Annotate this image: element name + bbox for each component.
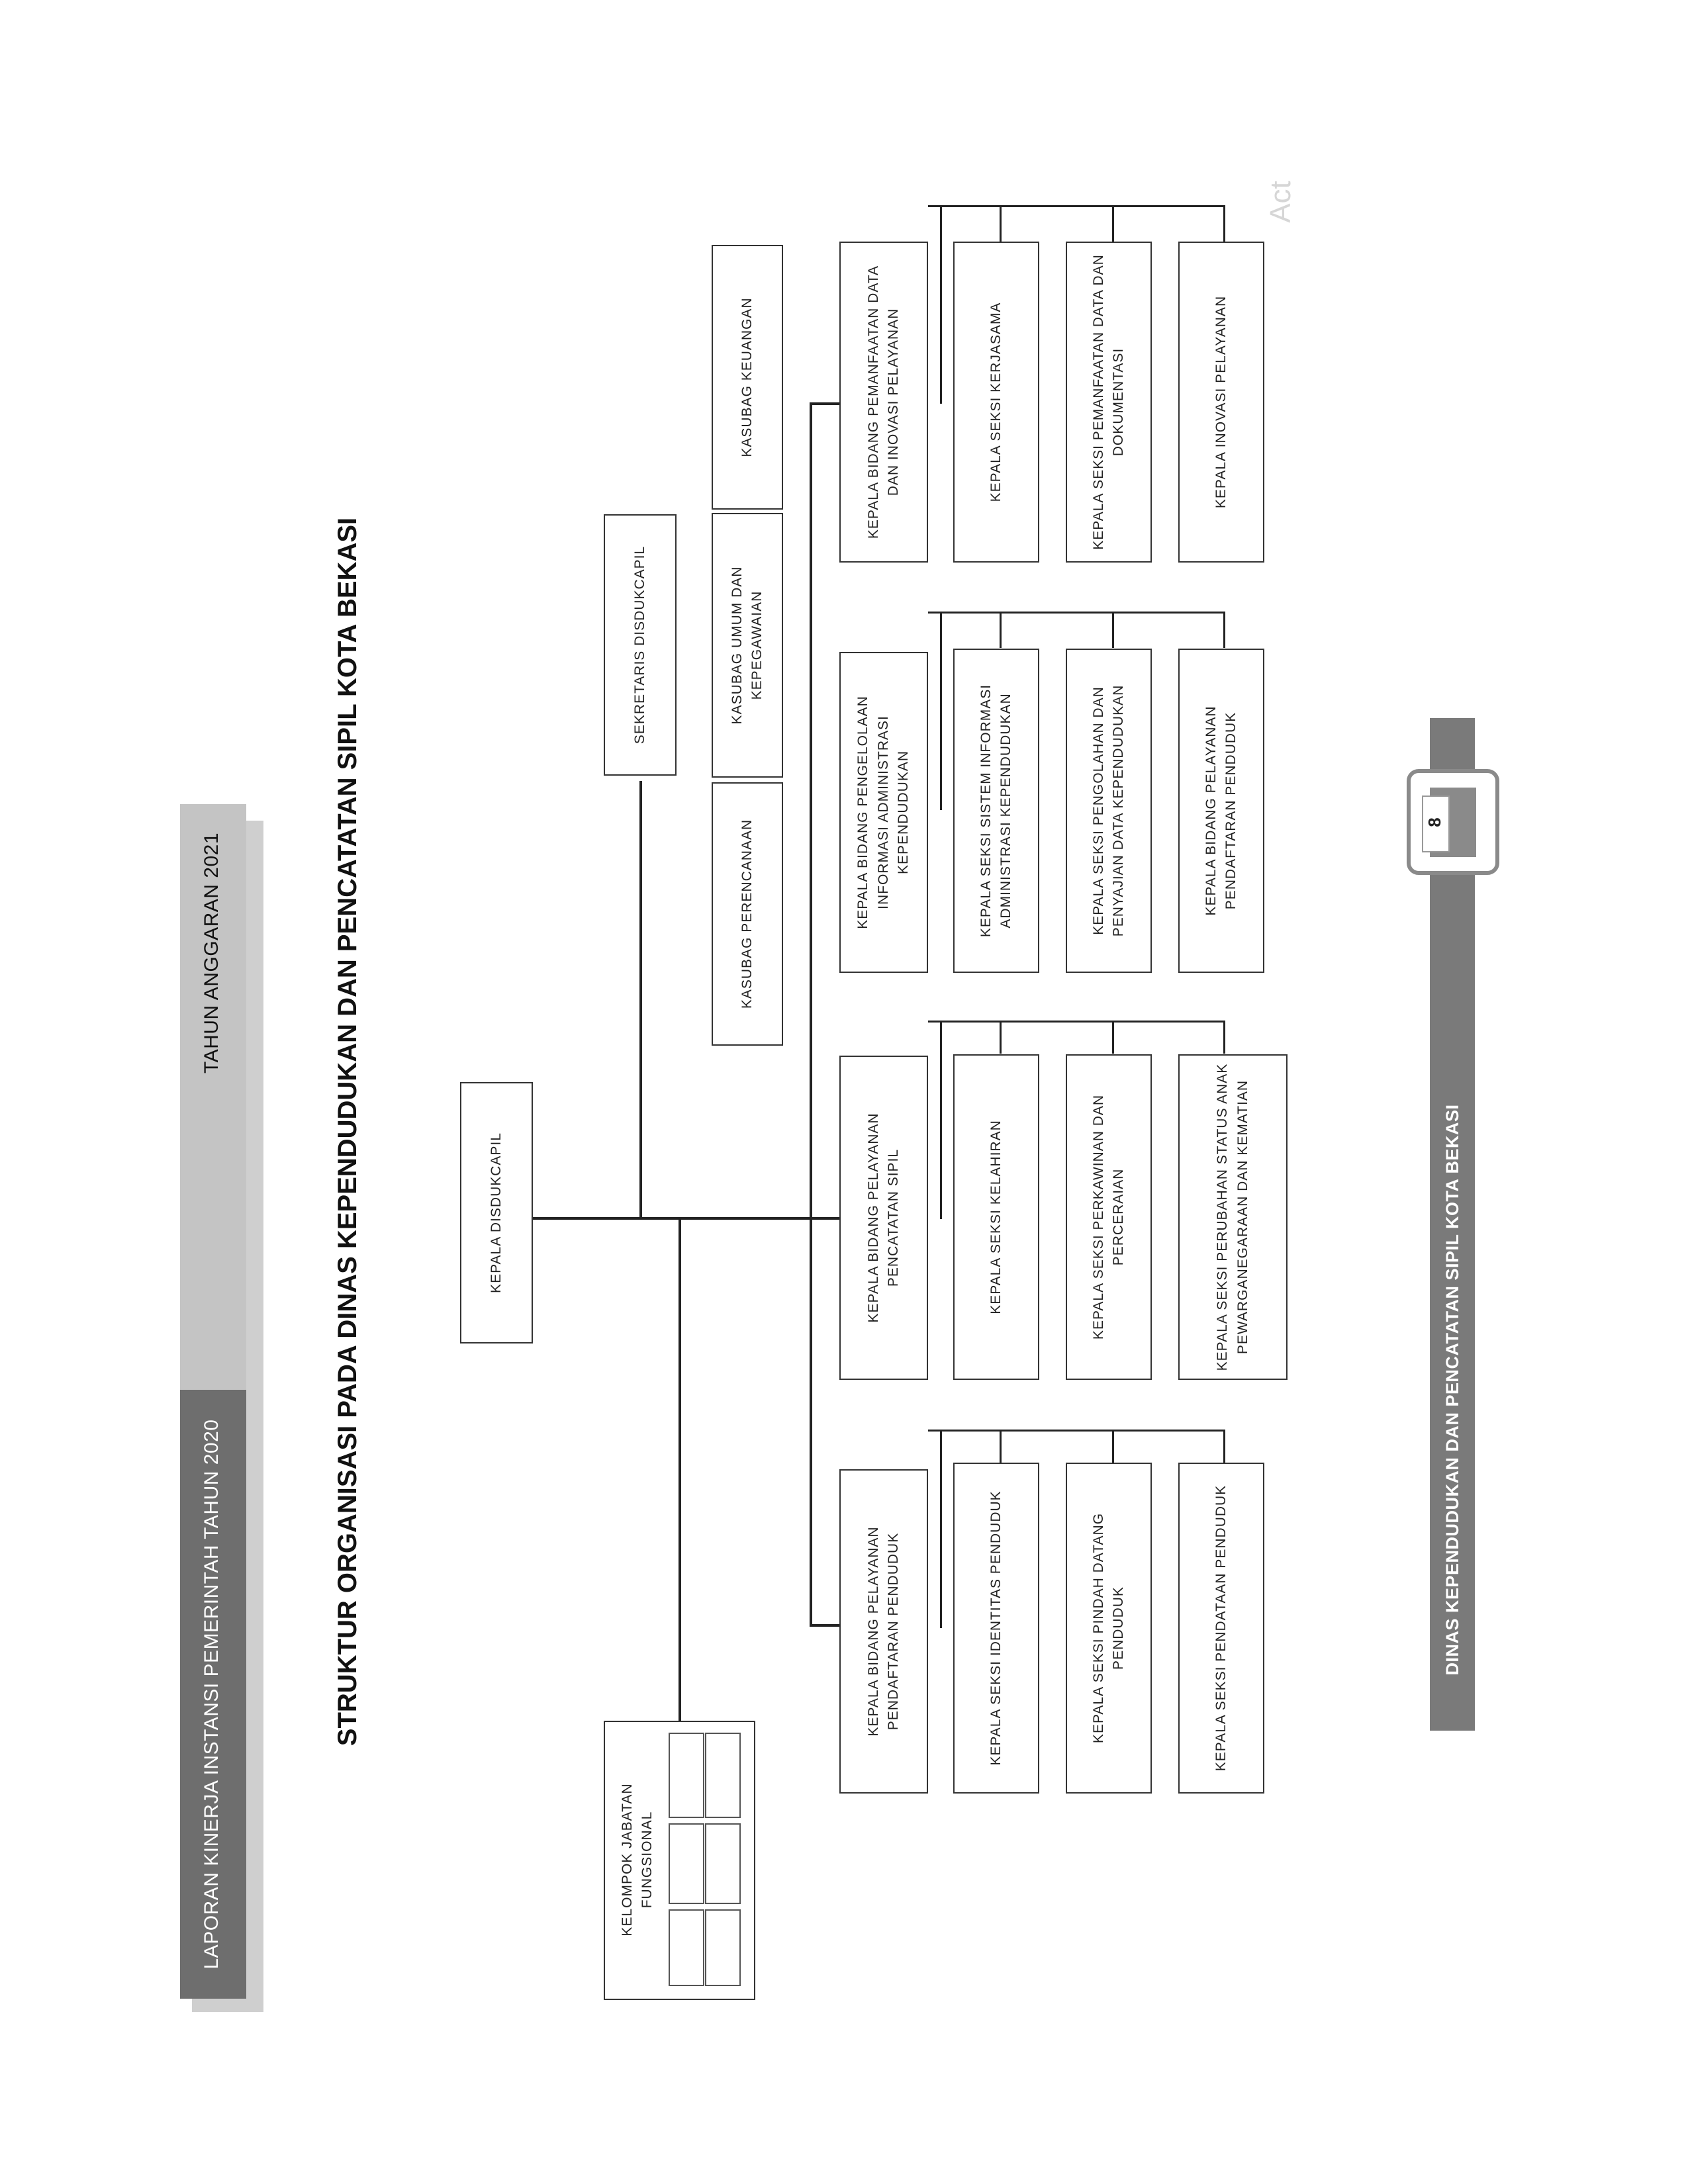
connector-b3-vert xyxy=(940,612,942,810)
node-kasubag-umum: KASUBAG UMUM DAN KEPEGAWAIAN xyxy=(712,513,783,778)
connector-b3-s1 xyxy=(1000,612,1002,648)
node-bidang3: KEPALA BIDANG PENGELOLAAN INFORMASI ADMI… xyxy=(839,652,928,973)
connector-kepala-trunk xyxy=(533,1217,811,1220)
fungsional-cell xyxy=(705,1733,741,1818)
connector-sekretaris xyxy=(639,781,642,1219)
fungsional-cell xyxy=(705,1909,741,1986)
connector-b4-rail xyxy=(940,205,1225,207)
node-bidang4: KEPALA BIDANG PEMANFAATAN DATA DAN INOVA… xyxy=(839,242,928,563)
connector-b2-vert xyxy=(940,1021,942,1219)
connector-bidang-trunk xyxy=(810,402,812,1627)
node-b4-s3: KEPALA INOVASI PELAYANAN xyxy=(1178,242,1264,563)
node-kasubag-keuangan: KASUBAG KEUANGAN xyxy=(712,245,783,510)
node-bidang1: KEPALA BIDANG PELAYANAN PENDAFTARAN PEND… xyxy=(839,1469,928,1794)
node-b4-s1: KEPALA SEKSI KERJASAMA xyxy=(953,242,1039,563)
footer-text: DINAS KEPENDUDUKAN DAN PENCATATAN SIPIL … xyxy=(1442,1104,1462,1676)
node-b3-s3: KEPALA BIDANG PELAYANAN PENDAFTARAN PEND… xyxy=(1178,649,1264,973)
connector-b3-s3 xyxy=(1223,612,1225,648)
connector-b1-s3 xyxy=(1223,1430,1225,1463)
page-number-inner xyxy=(1422,796,1450,852)
connector-b3-s2 xyxy=(1112,612,1114,648)
connector-b1-rail xyxy=(940,1430,1225,1432)
connector-fungsional xyxy=(679,1218,681,1721)
connector-b1-s1 xyxy=(1000,1430,1002,1463)
connector-b4-vert xyxy=(940,205,942,404)
connector-bidang2 xyxy=(810,1217,839,1220)
node-b2-s2: KEPALA SEKSI PERKAWINAN DAN PERCERAIAN xyxy=(1066,1054,1152,1380)
node-b1-s2: KEPALA SEKSI PINDAH DATANG PENDUDUK xyxy=(1066,1463,1152,1794)
node-b3-s2: KEPALA SEKSI PENGOLAHAN DAN PENYAJIAN DA… xyxy=(1066,649,1152,973)
fungsional-cell xyxy=(669,1733,704,1818)
footer-band xyxy=(1430,718,1475,1731)
node-b2-s1: KEPALA SEKSI KELAHIRAN xyxy=(953,1054,1039,1380)
node-b1-s3: KEPALA SEKSI PENDATAAN PENDUDUK xyxy=(1178,1463,1264,1794)
connector-b2-s2 xyxy=(1112,1021,1114,1054)
fungsional-cell xyxy=(669,1823,704,1904)
node-sekretaris: SEKRETARIS DISDUKCAPIL xyxy=(604,514,677,776)
connector-b1-stem xyxy=(928,1430,941,1432)
connector-b4-s3 xyxy=(1223,205,1225,242)
connector-b2-stem xyxy=(928,1021,941,1023)
connector-b3-stem xyxy=(928,612,941,614)
header-right-text: TAHUN ANGGARAN 2021 xyxy=(201,832,222,1074)
connector-b4-s1 xyxy=(1000,205,1002,242)
node-kasubag-perencanaan: KASUBAG PERENCANAAN xyxy=(712,782,783,1046)
connector-b4-stem xyxy=(928,205,941,207)
watermark-text: Act xyxy=(1264,181,1297,223)
node-b2-s3: KEPALA SEKSI PERUBAHAN STATUS ANAK PEWAR… xyxy=(1178,1054,1288,1380)
connector-b2-s1 xyxy=(1000,1021,1002,1054)
header-left-text: LAPORAN KINERJA INSTANSI PEMERINTAH TAHU… xyxy=(201,1419,222,1970)
fungsional-cell xyxy=(669,1909,704,1986)
connector-bidang1 xyxy=(810,1624,839,1627)
connector-b2-s3 xyxy=(1223,1021,1225,1054)
header-band-right xyxy=(180,804,246,1390)
node-kepala: KEPALA DISDUKCAPIL xyxy=(460,1082,533,1343)
node-b4-s2: KEPALA SEKSI PEMANFAATAN DATA DAN DOKUME… xyxy=(1066,242,1152,563)
connector-b1-s2 xyxy=(1112,1430,1114,1463)
connector-bidang4 xyxy=(810,402,839,405)
node-b3-s1: KEPALA SEKSI SISTEM INFORMASI ADMINISTRA… xyxy=(953,649,1039,973)
node-bidang2: KEPALA BIDANG PELAYANAN PENCATATAN SIPIL xyxy=(839,1056,928,1380)
connector-b1-vert xyxy=(940,1430,942,1628)
node-fungsional-label: KELOMPOK JABATAN FUNGSIONAL xyxy=(619,1783,655,1936)
header-band-left xyxy=(180,1390,246,1999)
connector-b4-s2 xyxy=(1112,205,1114,242)
node-b1-s1: KEPALA SEKSI IDENTITAS PENDUDUK xyxy=(953,1463,1039,1794)
page-number: 8 xyxy=(1425,817,1444,827)
connector-b2-rail xyxy=(940,1021,1225,1023)
connector-b3-rail xyxy=(940,612,1225,614)
fungsional-cell xyxy=(705,1823,741,1904)
page-title: STRUKTUR ORGANISASI PADA DINAS KEPENDUDU… xyxy=(332,517,362,1747)
